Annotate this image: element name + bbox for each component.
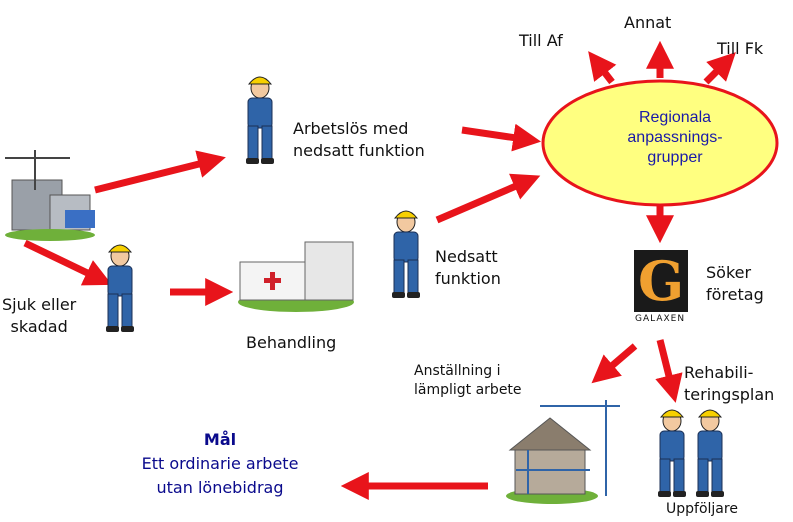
label-sjuk: Sjuk eller skadad	[2, 295, 77, 336]
label-arbetslos: Arbetslös med nedsatt funktion	[293, 119, 425, 160]
label-soker: Söker företag	[706, 263, 764, 304]
label-till-af: Till Af	[519, 31, 563, 50]
galaxen-logo: G	[634, 249, 688, 313]
worker-icon-sjuk	[105, 244, 135, 333]
worker-icon-nedsatt	[391, 210, 421, 299]
label-annat: Annat	[624, 13, 672, 32]
label-nedsatt: Nedsatt funktion	[435, 247, 501, 288]
svg-text:G: G	[638, 249, 684, 313]
goal-text-line-2: utan lönebidrag	[156, 478, 284, 497]
handshake-icon	[657, 409, 725, 498]
goal-text-line-1: Ett ordinarie arbete	[141, 454, 299, 473]
arrow-site-to-sjuk	[23, 239, 113, 286]
arrow-arbetslos-to-regional	[461, 123, 542, 152]
worker-icon-arbetslos	[245, 76, 275, 165]
label-uppfoljare: Uppföljare	[666, 501, 738, 517]
building-scaffold-icon	[506, 400, 620, 504]
arrow-galaxen-to-uppfoljare	[655, 339, 683, 403]
goal-box: Mål Ett ordinarie arbete utan lönebidrag	[120, 428, 320, 500]
galaxen-logo-text: GALAXEN	[635, 314, 686, 324]
arrow-regional-to-tillaf	[588, 51, 617, 85]
hospital-icon	[238, 241, 354, 312]
label-rehab: Rehabili- teringsplan	[684, 363, 775, 404]
goal-title: Mål	[203, 430, 237, 449]
label-anstallning: Anställning i lämpligt arbete	[414, 363, 522, 398]
regional-label: Regionala anpassnings- grupper	[627, 109, 723, 166]
label-till-fk: Till Fk	[717, 39, 764, 58]
regional-ellipse	[541, 79, 779, 207]
arrow-nedsatt-to-regional	[435, 173, 541, 224]
arrow-regional-to-tillfk	[703, 52, 736, 85]
construction-site-icon	[5, 150, 95, 241]
arrow-galaxen-to-anstallning	[591, 343, 638, 384]
label-behandling: Behandling	[246, 333, 337, 352]
arrows	[23, 40, 736, 500]
arrow-site-to-arbetslos	[94, 150, 226, 194]
